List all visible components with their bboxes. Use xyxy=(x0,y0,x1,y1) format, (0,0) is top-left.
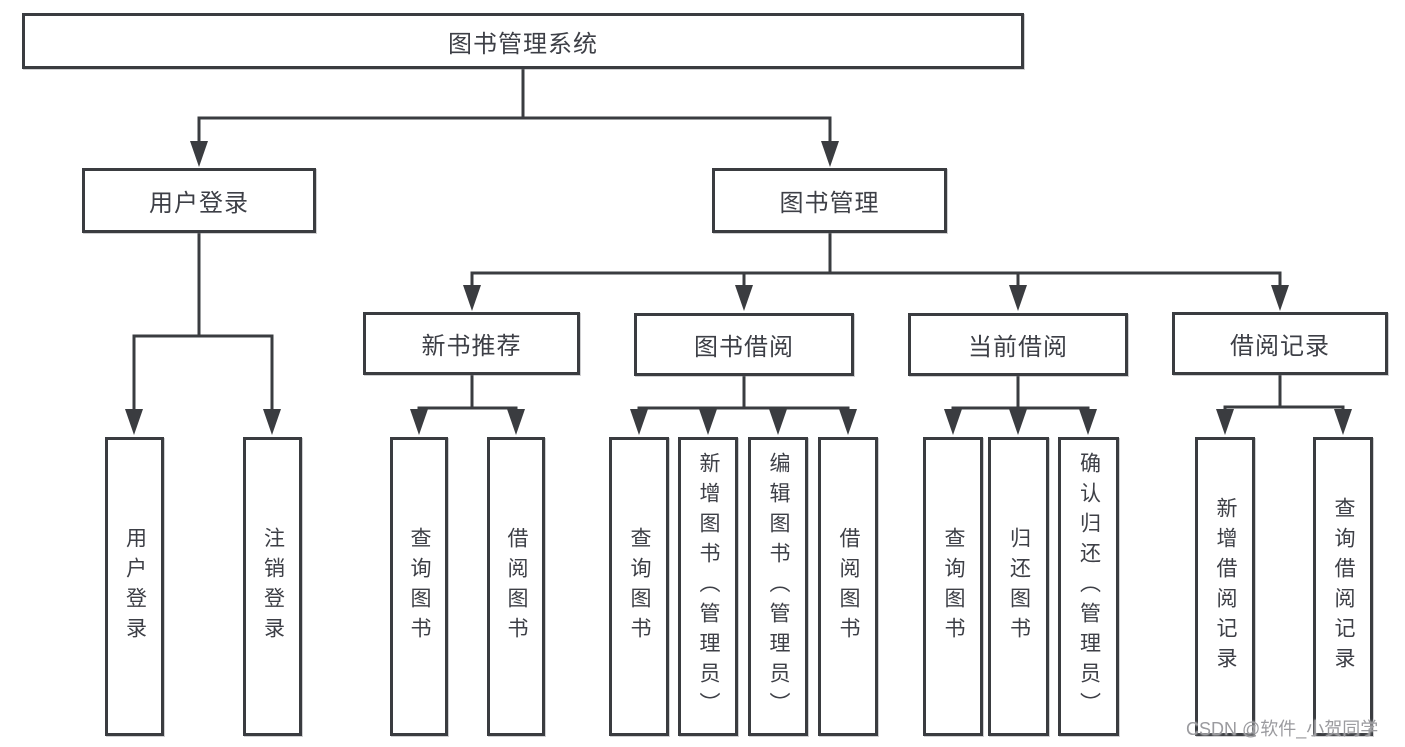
leaf-records-query-record-label: 查询借阅记录 xyxy=(1332,496,1355,677)
connector-root-to-level2 xyxy=(197,66,832,147)
leaf-current-confirm-return-label: 确认归还（管理员） xyxy=(1077,451,1101,722)
node-borrowing-records: 借阅记录 xyxy=(1172,312,1388,375)
node-root: 图书管理系统 xyxy=(22,13,1024,69)
node-borrowing-records-label: 借阅记录 xyxy=(1230,333,1330,360)
arrowhead xyxy=(699,409,717,435)
leaf-user-login-label: 用户登录 xyxy=(123,526,147,647)
node-book-management-label: 图书管理 xyxy=(779,190,880,217)
node-user-login: 用户登录 xyxy=(82,168,316,233)
arrowhead xyxy=(507,409,525,435)
leaf-borrowing-borrow-books-label: 借阅图书 xyxy=(837,526,860,647)
leaf-current-query-books-label: 查询图书 xyxy=(942,526,965,647)
node-user-login-label: 用户登录 xyxy=(149,190,249,217)
connector-bookmgmt-to-level3 xyxy=(470,231,1282,291)
leaf-user-login: 用户登录 xyxy=(105,437,164,736)
node-new-book-recommend: 新书推荐 xyxy=(363,312,580,375)
arrowhead xyxy=(944,409,962,435)
arrowhead xyxy=(735,285,753,311)
leaf-records-add-record: 新增借阅记录 xyxy=(1195,437,1255,736)
leaf-borrowing-add-books-label: 新增图书（管理员） xyxy=(697,451,720,722)
connector-recommend-to-leaves xyxy=(417,373,518,415)
leaf-logout-label: 注销登录 xyxy=(261,526,285,647)
arrowhead xyxy=(1009,409,1027,435)
node-root-label: 图书管理系统 xyxy=(448,30,598,58)
leaf-current-confirm-return: 确认归还（管理员） xyxy=(1058,437,1119,736)
arrowhead xyxy=(821,141,839,167)
arrowhead xyxy=(125,409,143,435)
leaf-records-query-record: 查询借阅记录 xyxy=(1313,437,1373,736)
arrowhead xyxy=(410,409,428,435)
leaf-current-return-books-label: 归还图书 xyxy=(1007,526,1031,647)
arrowhead xyxy=(1009,285,1027,311)
leaf-borrowing-edit-books: 编辑图书（管理员） xyxy=(748,437,808,736)
arrowhead xyxy=(1334,409,1352,435)
leaf-recommend-borrow-books-label: 借阅图书 xyxy=(505,526,528,647)
arrowhead xyxy=(1271,285,1289,311)
arrowhead xyxy=(1079,409,1097,435)
node-new-book-recommend-label: 新书推荐 xyxy=(421,333,522,360)
leaf-current-return-books: 归还图书 xyxy=(988,437,1049,736)
node-book-borrowing-label: 图书借阅 xyxy=(694,334,794,361)
leaf-records-add-record-label: 新增借阅记录 xyxy=(1214,496,1237,677)
connector-current-to-leaves xyxy=(951,374,1090,415)
arrowhead xyxy=(190,141,208,167)
node-book-borrowing: 图书借阅 xyxy=(634,313,854,376)
connector-borrowing-to-leaves xyxy=(637,374,850,415)
leaf-logout: 注销登录 xyxy=(243,437,302,736)
node-book-management: 图书管理 xyxy=(712,168,947,233)
arrowhead xyxy=(839,409,857,435)
leaf-borrowing-edit-books-label: 编辑图书（管理员） xyxy=(767,451,790,722)
leaf-recommend-borrow-books: 借阅图书 xyxy=(487,437,545,736)
arrowhead xyxy=(630,409,648,435)
leaf-borrowing-query-books: 查询图书 xyxy=(609,437,669,736)
node-current-borrowing: 当前借阅 xyxy=(908,313,1128,376)
node-current-borrowing-label: 当前借阅 xyxy=(968,334,1068,361)
arrowhead xyxy=(769,409,787,435)
watermark-text: CSDN @软件_小贺同学 xyxy=(1186,719,1379,739)
leaf-borrowing-borrow-books: 借阅图书 xyxy=(818,437,878,736)
leaf-current-query-books: 查询图书 xyxy=(923,437,983,736)
arrowhead xyxy=(263,409,281,435)
connector-userlogin-to-leaves xyxy=(132,231,274,415)
leaf-borrowing-query-books-label: 查询图书 xyxy=(628,526,651,647)
arrowhead xyxy=(1216,409,1234,435)
leaf-borrowing-add-books: 新增图书（管理员） xyxy=(678,437,738,736)
arrowhead xyxy=(463,285,481,311)
leaf-recommend-query-books-label: 查询图书 xyxy=(408,526,431,647)
leaf-recommend-query-books: 查询图书 xyxy=(390,437,448,736)
connector-records-to-leaves xyxy=(1223,373,1345,415)
